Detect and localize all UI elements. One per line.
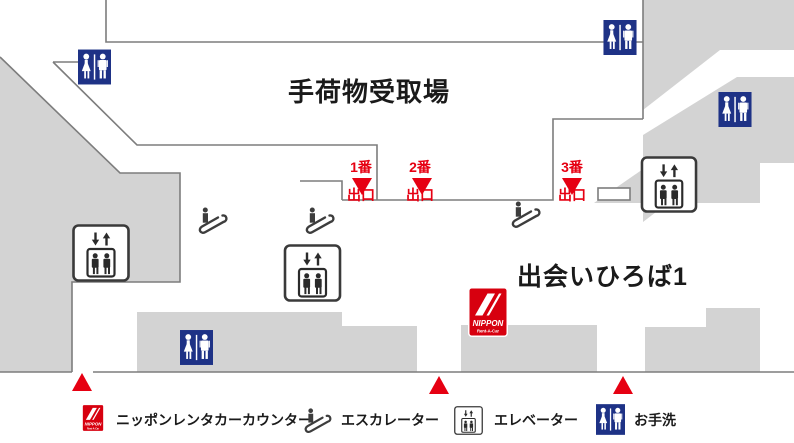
restroom-icon	[718, 92, 752, 127]
escalator-icon	[506, 200, 542, 229]
elevator-icon	[72, 224, 130, 282]
nippon-rentacar-logo	[82, 404, 104, 432]
escalator-icon	[299, 407, 333, 434]
entrance-marker-1	[72, 373, 92, 391]
elevator-icon	[454, 406, 483, 435]
map-walls	[0, 0, 794, 373]
elevator-icon	[640, 156, 698, 213]
entrance-marker-3	[613, 376, 633, 394]
legend-label-rentacar: ニッポンレンタカーカウンター	[116, 412, 312, 428]
exit-1-marker	[352, 178, 372, 195]
restroom-icon	[603, 20, 637, 55]
exit-1-number: 1番	[350, 159, 372, 175]
meeting-plaza-label: 出会いひろば1	[517, 263, 688, 291]
legend-label-restroom: お手洗	[634, 412, 676, 428]
escalator-icon	[193, 206, 229, 235]
legend-label-escalator: エスカレーター	[341, 412, 439, 428]
exit-3-number: 3番	[561, 159, 583, 175]
exit-2-number: 2番	[409, 159, 431, 175]
restroom-icon	[180, 330, 213, 365]
exit-3-marker	[562, 178, 582, 195]
legend-label-elevator: エレベーター	[494, 412, 578, 428]
escalator-icon	[300, 206, 336, 235]
nippon-rentacar-logo	[468, 287, 508, 337]
exit-2-marker	[412, 178, 432, 195]
baggage-claim-label: 手荷物受取場	[288, 77, 451, 107]
restroom-icon	[78, 49, 111, 85]
map-gray-areas	[0, 0, 794, 372]
elevator-icon	[283, 244, 342, 302]
entrance-marker-2	[429, 376, 449, 394]
restroom-icon	[596, 404, 625, 435]
